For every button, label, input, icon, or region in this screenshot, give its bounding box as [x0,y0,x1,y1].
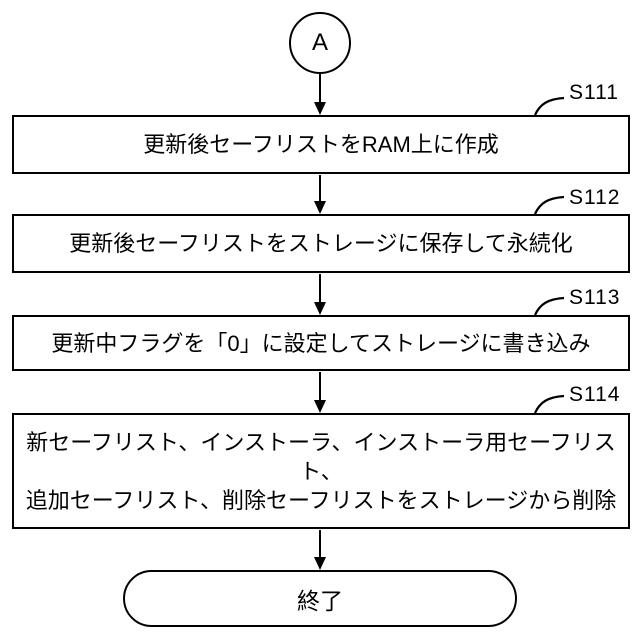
process-box-s113-text: 更新中フラグを「0」に設定してストレージに書き込み [51,330,591,356]
arrow-s111-to-s112 [314,175,326,214]
s114-leader-line [533,394,565,414]
s112-leader-line [533,195,565,215]
step-label-s113: S113 [569,286,621,309]
arrow-s114-to-end [314,530,326,570]
s113-leader-line [533,296,565,316]
process-box-s114-text-line2: 追加セーフリスト、削除セーフリストをストレージから削除 [25,487,617,513]
connector-a-label: A [311,29,328,56]
process-box-s112-text: 更新後セーフリストをストレージに保存して永続化 [69,231,573,256]
step-label-s111: S111 [569,81,619,104]
arrow-s112-to-s113 [314,274,326,315]
arrow-s113-to-s114 [314,372,326,413]
step-label-leader-lines [533,96,565,414]
terminator-end-label: 終了 [297,587,343,614]
process-box-s112: 更新後セーフリストをストレージに保存して永続化 [12,214,630,273]
process-box-s114-text-line1: 新セーフリスト、インストーラ、インストーラ用セーフリスト、 [26,429,616,484]
step-label-s114: S114 [569,383,621,406]
process-box-s114: 新セーフリスト、インストーラ、インストーラ用セーフリスト、 追加セーフリスト、削… [12,413,630,529]
s111-leader-line [533,96,565,116]
process-box-s111: 更新後セーフリストをRAM上に作成 [12,115,630,174]
step-label-s112: S112 [569,186,621,209]
arrow-connector-to-s111 [314,74,326,115]
process-box-s113: 更新中フラグを「0」に設定してストレージに書き込み [12,315,630,371]
process-box-s111-text: 更新後セーフリストをRAM上に作成 [143,132,499,157]
connector-a-node: A [289,12,351,74]
terminator-end: 終了 [123,570,517,627]
